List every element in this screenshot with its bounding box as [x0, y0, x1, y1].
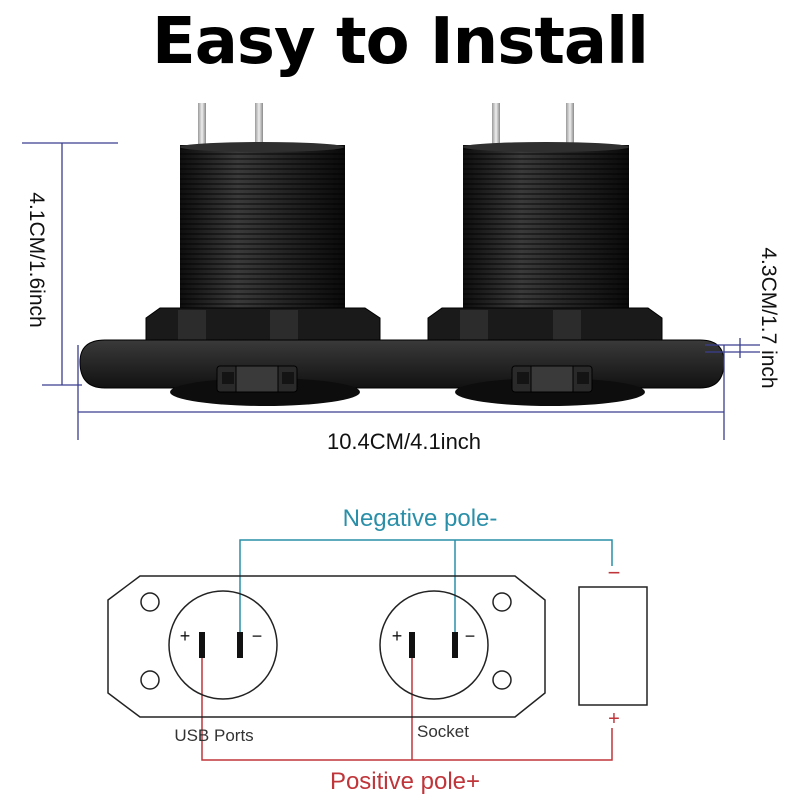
- panel-outline: [107, 575, 546, 718]
- battery-plus-sign: +: [608, 708, 620, 730]
- mounting-plate: [79, 339, 725, 406]
- left-minus-sign: −: [252, 626, 263, 646]
- pin-left-2: [255, 103, 263, 147]
- dimension-lines: [22, 142, 760, 440]
- height-left-label: 4.1CM/1.6inch: [25, 192, 48, 327]
- usb-socket-left: [145, 103, 381, 346]
- left-plus-sign: +: [180, 626, 191, 646]
- page-title: Easy to Install: [152, 5, 649, 79]
- height-right-label: 4.3CM/1.7 inch: [757, 247, 780, 388]
- positive-wire: [201, 648, 613, 761]
- battery-minus-sign: −: [608, 560, 621, 585]
- pin-right-1: [492, 103, 500, 147]
- positive-pole-label: Positive pole+: [330, 768, 480, 795]
- negative-wire: [239, 539, 613, 648]
- socket-label: Socket: [417, 722, 469, 741]
- pin-right-2: [566, 103, 574, 147]
- cover-hinge-left: [216, 365, 298, 393]
- width-label: 10.4CM/4.1inch: [327, 429, 481, 454]
- right-minus-sign: −: [465, 626, 476, 646]
- terminal-left-negative: [237, 632, 243, 658]
- wiring-diagram: Negative pole- − Positive pole+ +: [107, 505, 648, 795]
- usb-socket-right: [427, 103, 663, 346]
- negative-pole-label: Negative pole-: [343, 505, 498, 532]
- battery-box: [578, 586, 648, 706]
- cover-hinge-right: [511, 365, 593, 393]
- usb-ports-label: USB Ports: [174, 726, 253, 745]
- terminal-right-positive: [409, 632, 415, 658]
- terminal-left-positive: [199, 632, 205, 658]
- terminal-right-negative: [452, 632, 458, 658]
- right-plus-sign: +: [392, 626, 403, 646]
- pin-left-1: [198, 103, 206, 147]
